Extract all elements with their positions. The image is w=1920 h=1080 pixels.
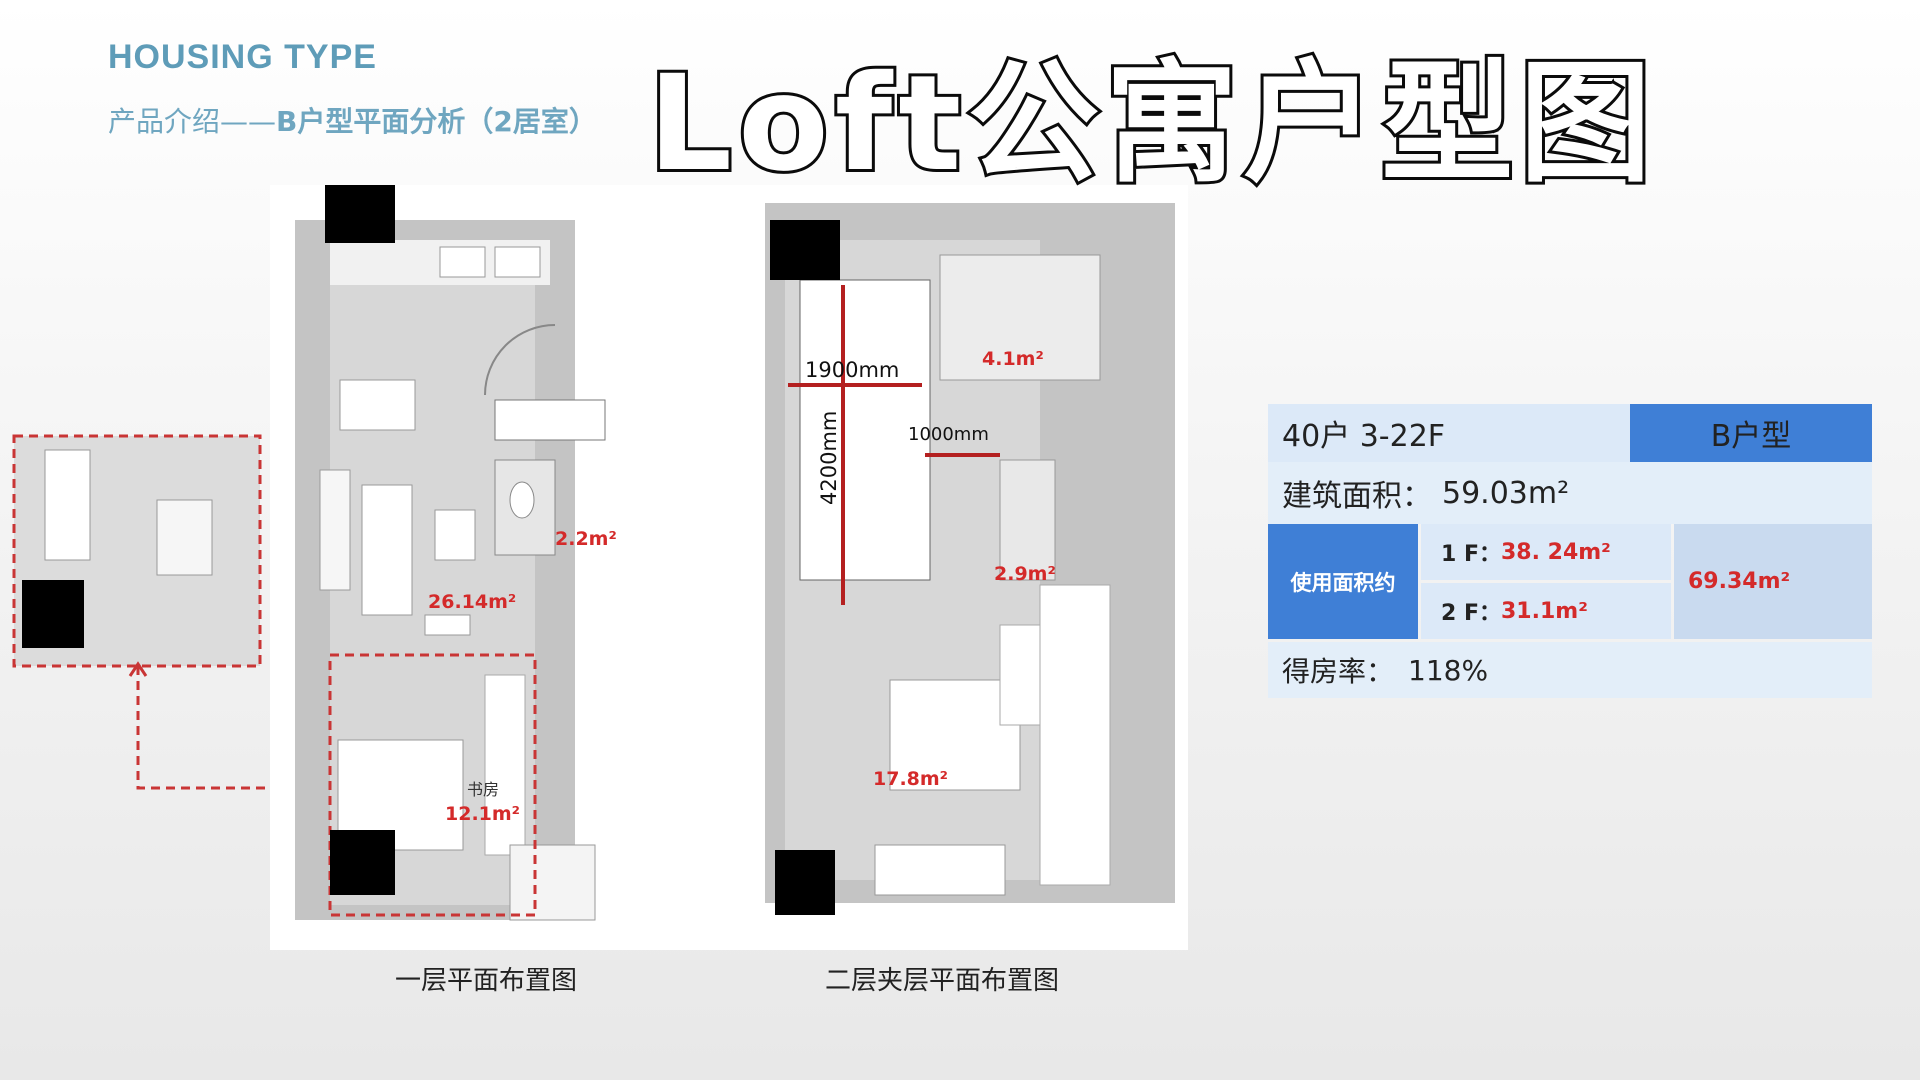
floor-plans-drawing: 26.14m² 2.2m² 12.1m² 书房 4.1m² 2.9m² 17.8… bbox=[295, 185, 1175, 921]
stairs bbox=[1039, 584, 1111, 886]
dimension-width: 1900mm bbox=[805, 358, 899, 382]
unit-type: B户型 bbox=[1630, 404, 1872, 462]
floor2-bathroom bbox=[939, 254, 1101, 381]
floor1-black-block-top bbox=[325, 185, 395, 243]
dining-table bbox=[339, 379, 416, 431]
f2-usable-row: 2 F： 31.1m² bbox=[1421, 583, 1671, 639]
ratio-value: 118% bbox=[1408, 653, 1489, 687]
floor-plan-panel: 26.14m² 2.2m² 12.1m² 书房 4.1m² 2.9m² 17.8… bbox=[270, 185, 1188, 950]
usable-total: 69.34m² bbox=[1674, 524, 1872, 639]
floor1-study-name: 书房 bbox=[467, 780, 499, 799]
subtitle-prefix: 产品介绍—— bbox=[108, 105, 277, 138]
floor2-bedroom-area: 17.8m² bbox=[873, 768, 948, 790]
floor2-plan bbox=[765, 203, 1175, 915]
f1-label: 1 F： bbox=[1441, 542, 1501, 567]
closet bbox=[999, 459, 1056, 581]
bed bbox=[889, 679, 1021, 791]
building-area-label: 建筑面积： bbox=[1282, 479, 1432, 514]
sofa bbox=[361, 484, 413, 616]
study-inset-drawing bbox=[12, 434, 270, 790]
floor2-closet-area: 2.9m² bbox=[994, 563, 1056, 585]
dimension-height: 4200mm bbox=[817, 411, 841, 505]
usable-area-label: 使用面积约 bbox=[1268, 524, 1418, 639]
units-floors: 40户 3-22F bbox=[1268, 404, 1630, 462]
ratio-label: 得房率： bbox=[1282, 655, 1395, 688]
dimension-door: 1000mm bbox=[908, 424, 989, 445]
floor1-plan bbox=[295, 185, 606, 921]
f2-label: 2 F： bbox=[1441, 601, 1501, 626]
void-area bbox=[799, 279, 931, 581]
floor1-bathroom-area: 2.2m² bbox=[555, 528, 617, 550]
overlay-title: Loft公寓户型图 bbox=[645, 47, 1658, 201]
housing-type-heading: HOUSING TYPE bbox=[108, 38, 377, 76]
floor1-living-area: 26.14m² bbox=[428, 591, 516, 613]
study-highlight-box bbox=[328, 653, 537, 917]
inset-connector-line bbox=[136, 666, 270, 790]
floor2-bathroom-area: 4.1m² bbox=[982, 348, 1044, 370]
f2-value: 31.1m² bbox=[1501, 598, 1588, 624]
ratio-row: 得房率： 118% bbox=[1268, 642, 1872, 698]
floor2-black-block-top bbox=[770, 220, 840, 280]
floor1-black-block-bottom bbox=[330, 830, 395, 895]
subtitle-main: B户型平面分析（2居室） bbox=[276, 105, 597, 138]
section-subtitle: 产品介绍——B户型平面分析（2居室） bbox=[108, 100, 597, 140]
f1-usable-row: 1 F： 38. 24m² bbox=[1421, 524, 1671, 580]
building-area-value: 59.03m² bbox=[1442, 475, 1570, 511]
floor1-caption: 一层平面布置图 bbox=[395, 966, 578, 996]
floor2-black-block-bottom bbox=[775, 850, 835, 915]
building-area-row: 建筑面积： 59.03m² bbox=[1268, 462, 1872, 524]
floor1-study-area: 12.1m² bbox=[445, 803, 520, 825]
f1-value: 38. 24m² bbox=[1501, 539, 1611, 565]
floor2-caption: 二层夹层平面布置图 bbox=[825, 966, 1060, 996]
